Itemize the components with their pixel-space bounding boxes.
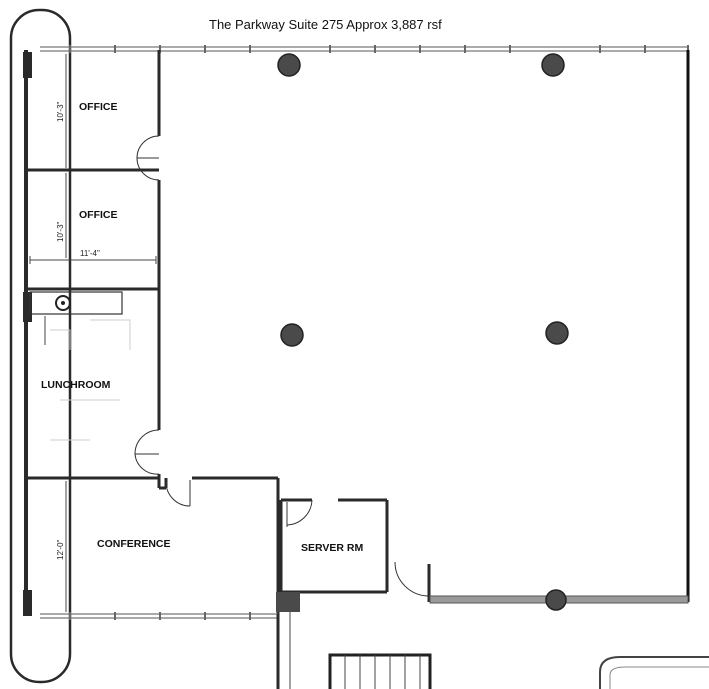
lunchroom-faint-marks — [50, 319, 131, 441]
conference-walls — [157, 476, 280, 614]
south-mullions-west — [69, 612, 251, 620]
west-wall-pier-bottom — [23, 590, 32, 616]
conference-depth-label: 12'-0" — [56, 539, 65, 560]
office-2-door — [136, 157, 160, 181]
north-window-wall — [40, 46, 688, 52]
server-room-label: SERVER RM — [301, 542, 363, 554]
plan-title: The Parkway Suite 275 Approx 3,887 rsf — [209, 17, 442, 32]
column-center-west — [280, 323, 304, 347]
office-1-label: OFFICE — [79, 101, 118, 113]
office-width-dimension — [29, 256, 157, 264]
north-mullions — [69, 45, 689, 53]
office-2-label: OFFICE — [79, 209, 118, 221]
west-wall-pier-top — [23, 52, 32, 78]
server-room-door — [286, 499, 313, 527]
stairway — [328, 653, 432, 689]
west-wall-pier-mid — [23, 292, 32, 322]
building-core — [276, 592, 300, 689]
conference-door — [165, 480, 191, 507]
structural-columns — [277, 53, 569, 611]
column-center-east — [545, 321, 569, 345]
lunchroom-door — [134, 429, 160, 475]
office-2-depth-label: 10'-3" — [56, 221, 65, 242]
column-north-west — [277, 53, 301, 77]
column-south-east — [545, 589, 567, 611]
lunchroom-counter — [29, 291, 123, 345]
conference-label: CONFERENCE — [97, 538, 171, 550]
entry-door — [394, 561, 431, 602]
office-width-label: 11'-4" — [80, 249, 100, 258]
curved-landing — [599, 656, 709, 689]
lunchroom-label: LUNCHROOM — [41, 379, 111, 391]
office-1-door — [136, 135, 160, 159]
office-1-depth-label: 10'-3" — [56, 101, 65, 122]
column-north-east — [541, 53, 565, 77]
